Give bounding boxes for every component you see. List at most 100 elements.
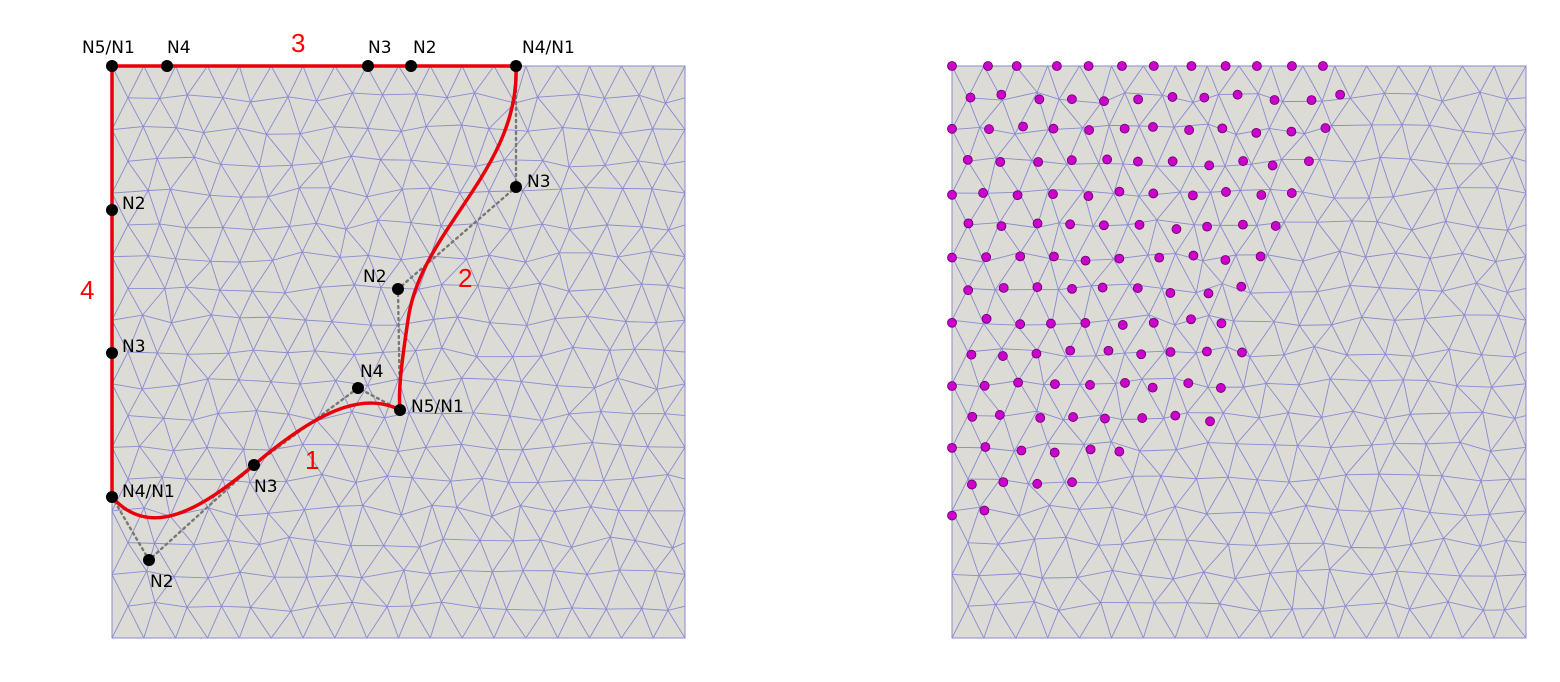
mesh-edge: [1378, 473, 1404, 509]
mesh-edge: [1495, 230, 1508, 262]
mesh-edge: [664, 413, 686, 417]
mesh-edge: [386, 451, 399, 477]
mesh-edge: [1350, 511, 1371, 548]
mesh-edge: [268, 187, 300, 198]
mesh-edge: [401, 189, 412, 223]
mesh-edge: [1174, 478, 1197, 507]
mesh-edge: [1511, 157, 1527, 194]
mesh-edge: [185, 478, 210, 509]
mesh-edge: [1288, 445, 1298, 483]
particle-marker: [967, 411, 978, 422]
mesh-edge: [1506, 98, 1527, 130]
mesh-edge: [209, 194, 242, 198]
mesh-edge: [1429, 101, 1443, 126]
mesh-edge: [1124, 314, 1150, 354]
mesh-edge: [1456, 354, 1482, 387]
mesh-edge: [1505, 510, 1527, 541]
mesh-edge: [1142, 65, 1163, 96]
mesh-edge: [979, 573, 1020, 577]
mesh-edge: [1235, 225, 1258, 256]
mesh-edge: [289, 187, 300, 227]
mesh-edge: [350, 545, 363, 578]
mesh-edge: [321, 444, 339, 475]
mesh-edge: [1323, 543, 1330, 570]
mesh-edge: [610, 536, 636, 542]
curve-2-control-polygon: [396, 64, 518, 412]
mesh-edge: [1429, 65, 1443, 102]
mesh-edge: [1482, 610, 1495, 639]
mesh-edge: [400, 93, 417, 132]
mesh-edge: [259, 536, 290, 545]
particle-marker: [1049, 447, 1060, 458]
mesh-edge: [1443, 537, 1481, 547]
mesh-edge: [978, 348, 1003, 387]
mesh-edge: [492, 540, 514, 572]
mesh-edge: [656, 383, 686, 390]
mesh-edge: [143, 602, 156, 639]
mesh-edge: [1079, 65, 1102, 104]
mesh-edge: [1036, 410, 1064, 421]
mesh-edge: [1318, 479, 1339, 511]
mesh-edge: [1459, 575, 1484, 611]
mesh-edge: [522, 539, 541, 571]
mesh-edge: [520, 505, 541, 541]
mesh-edge: [411, 477, 433, 506]
mesh-edge: [1156, 191, 1181, 221]
mesh-edge: [316, 420, 339, 445]
mesh-edge: [163, 417, 193, 421]
mesh-edge: [603, 480, 619, 511]
particle-marker: [1085, 380, 1095, 390]
mesh-edge: [1442, 91, 1481, 102]
mesh-edge: [1403, 379, 1429, 381]
mesh-edge: [219, 289, 253, 292]
mesh-edge: [1302, 159, 1321, 193]
mesh-edge: [408, 383, 426, 413]
node-label-c1-n3: N3: [254, 477, 278, 497]
mesh-edge: [1299, 324, 1332, 326]
mesh-edge: [641, 283, 657, 323]
mesh-edge: [159, 189, 171, 225]
mesh-edge: [481, 478, 493, 517]
mesh-edge: [1481, 354, 1515, 358]
mesh-edge: [164, 288, 172, 323]
mesh-edge: [207, 378, 219, 414]
mesh-edge: [1435, 187, 1459, 190]
mesh-edge: [1378, 473, 1419, 476]
mesh-edge: [641, 283, 669, 286]
mesh-edge: [1316, 221, 1341, 252]
mesh-edge: [967, 157, 997, 162]
particle-marker: [1183, 378, 1194, 389]
mesh-edge: [1036, 324, 1052, 351]
mesh-edge: [127, 97, 160, 99]
mesh-edge: [1319, 125, 1332, 160]
mesh-edge: [1371, 547, 1386, 575]
mesh-edge: [656, 319, 686, 323]
particle-marker: [1251, 127, 1262, 138]
mesh-edge: [127, 224, 149, 256]
mesh-edge: [1065, 536, 1099, 546]
mesh-edge: [587, 288, 606, 317]
mesh-edge: [1043, 384, 1064, 421]
particle-marker: [1085, 444, 1096, 455]
mesh-edge: [1077, 545, 1100, 578]
mesh-edge: [350, 505, 364, 546]
mesh-edge: [164, 286, 187, 290]
mesh-edge: [983, 604, 996, 639]
mesh-edge: [1042, 576, 1078, 579]
mesh-edge: [461, 378, 474, 413]
mesh-edge: [1505, 540, 1527, 575]
mesh-edge: [1141, 350, 1166, 380]
mesh-edge: [967, 386, 980, 416]
mesh-edge: [1464, 314, 1483, 355]
particle-marker: [1136, 349, 1147, 360]
mesh-edge: [317, 575, 338, 607]
mesh-edge: [252, 290, 285, 294]
mesh-edge: [258, 166, 269, 197]
mesh-edge: [489, 322, 527, 326]
mesh-edge: [314, 540, 338, 576]
particle-marker: [1068, 412, 1078, 422]
mesh-edge: [361, 545, 384, 578]
mesh-edge: [1270, 65, 1284, 102]
mesh-edge: [1033, 601, 1049, 639]
mesh-edge: [1092, 225, 1114, 260]
